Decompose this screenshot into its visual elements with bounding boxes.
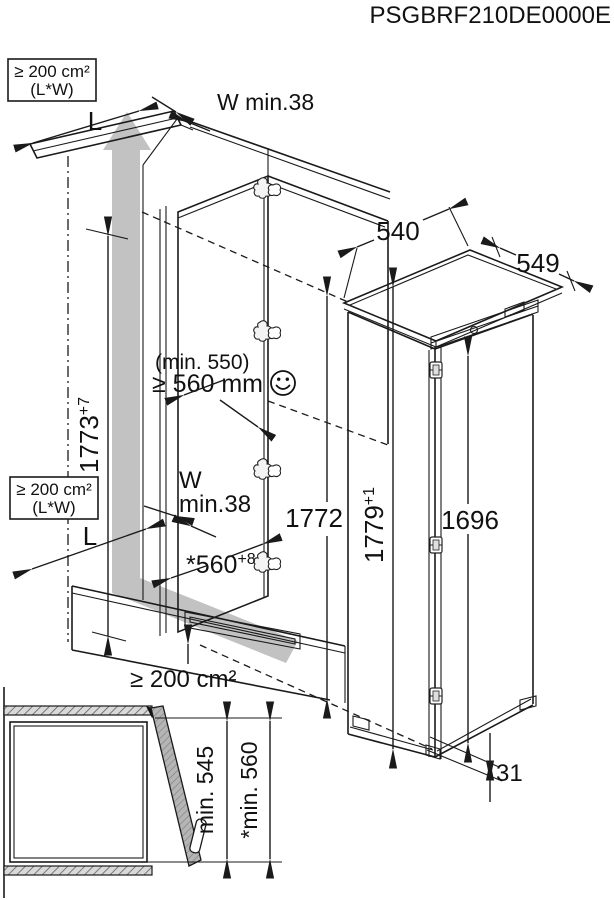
foot-height-label: 31: [496, 760, 523, 787]
wall-width-top-label: W min.38: [217, 89, 314, 115]
hinge-icon: [429, 361, 443, 379]
hinge-icon: [429, 536, 443, 554]
niche-length-top-label: L: [88, 106, 102, 136]
appliance-width-label: 540: [376, 216, 419, 246]
niche-interior-height-label: 1772: [285, 503, 343, 533]
hinge-icon: [253, 177, 282, 199]
niche-height-label: 1773+7: [74, 397, 104, 473]
door-swing-depth-label: min. 545: [192, 746, 218, 834]
niche-length-mid-label: L: [83, 521, 97, 551]
vent-area-mid-label: ≥ 200 cm²: [16, 480, 92, 499]
smiley-icon: [270, 370, 296, 396]
niche-depth-hint-label: (min. 550): [155, 351, 250, 374]
plan-view-figure: min. 545 *min. 560: [3, 687, 282, 898]
vent-area-box-top: [7, 58, 97, 102]
vent-area-mid-label2: (L*W): [32, 498, 75, 517]
niche-dimensions: ≥ 200 cm² (L*W) L W min.38 1773+7 (min. …: [7, 58, 343, 719]
appliance-height-label: 1779+1: [359, 487, 389, 563]
appliance-dimensions: 540 549 1779+1 1696 31: [337, 197, 594, 802]
niche-depth-label: ≥ 560 mm: [152, 370, 263, 398]
plan-niche-depth-label: *min. 560: [236, 741, 262, 838]
wall-width-mid-label: W: [179, 467, 202, 494]
vent-area-box-mid: [9, 476, 99, 520]
vent-bottom-label: ≥ 200 cm²: [130, 666, 237, 693]
cabinet-plan-outline: [9, 721, 148, 863]
hinge-icon: [429, 687, 443, 705]
hinge-icon: [253, 551, 282, 573]
niche-figure: [28, 110, 433, 750]
vent-area-top-label2: (L*W): [30, 80, 73, 99]
model-number: PSGBRF210DE0000E: [370, 2, 611, 29]
plinth-depth-label: *560+8: [186, 551, 256, 579]
vent-area-top-label: ≥ 200 cm²: [14, 62, 90, 81]
hinge-icon: [253, 320, 282, 342]
open-door: [150, 705, 202, 867]
hinge-icon: [253, 458, 282, 480]
wall-width-mid-label2: min.38: [179, 491, 251, 518]
appliance-door-height-label: 1696: [441, 505, 499, 535]
airflow-arrow-icon: [103, 112, 298, 663]
wall-section-bottom: [3, 865, 153, 876]
wall-section-top: [3, 705, 153, 716]
appliance-depth-label: 549: [516, 248, 559, 278]
door-handle: [189, 818, 207, 854]
